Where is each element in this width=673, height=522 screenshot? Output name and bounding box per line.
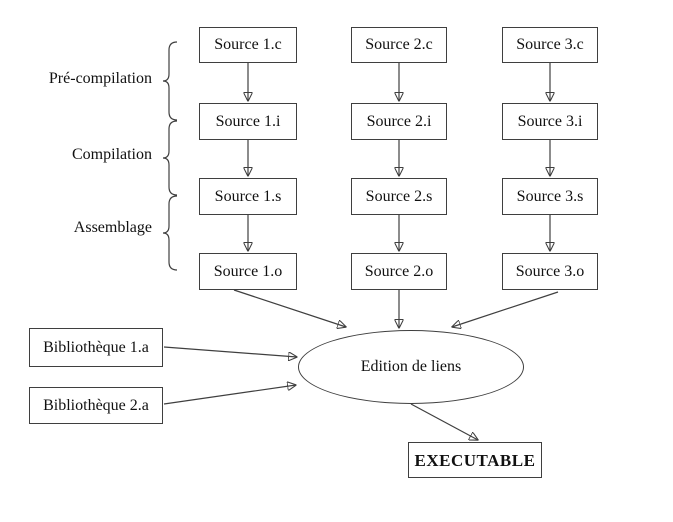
box-source-2s: Source 2.s [351,178,447,215]
box-source-2i: Source 2.i [351,103,447,140]
box-source-3c: Source 3.c [502,27,598,63]
brace-pre-compilation [162,41,178,121]
arrow-linker-to-executable [410,403,478,440]
stage-label-pre-compilation: Pré-compilation [48,70,152,87]
box-source-3i: Source 3.i [502,103,598,140]
linker-ellipse: Edition de liens [298,330,524,404]
box-source-2c: Source 2.c [351,27,447,63]
box-source-3s: Source 3.s [502,178,598,215]
box-source-1c: Source 1.c [199,27,297,63]
arrow-src3-o-to-linker [452,291,559,327]
arrow-src1-o-to-linker [233,289,346,327]
arrow-lib2-to-linker [163,385,296,405]
brace-compilation [162,120,178,196]
stage-label-assemblage: Assemblage [73,219,152,236]
box-library-2a: Bibliothèque 2.a [29,387,163,424]
stage-label-compilation: Compilation [72,146,152,163]
linker-label: Edition de liens [360,358,462,375]
box-executable: EXECUTABLE [408,442,542,478]
arrow-lib1-to-linker [163,346,297,357]
box-library-1a: Bibliothèque 1.a [29,328,163,367]
box-source-1s: Source 1.s [199,178,297,215]
box-source-1i: Source 1.i [199,103,297,140]
box-source-2o: Source 2.o [351,253,447,290]
box-source-1o: Source 1.o [199,253,297,290]
brace-assemblage [162,195,178,271]
box-source-3o: Source 3.o [502,253,598,290]
